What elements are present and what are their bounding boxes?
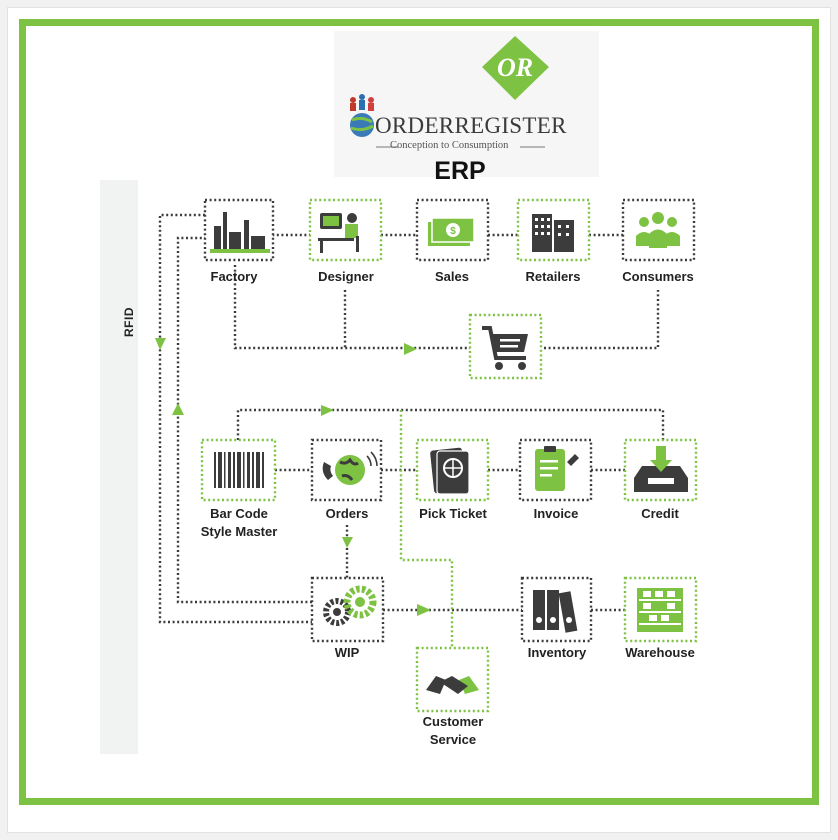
logo-tagline: Conception to Consumption [390, 140, 509, 151]
logo [334, 31, 599, 177]
node-label-wip: WIP [334, 645, 360, 660]
credit-icon [623, 438, 698, 502]
invoice-icon [518, 438, 593, 502]
barcode-icon [200, 438, 277, 502]
node-label-service: Service [429, 732, 477, 747]
svg-text:$: $ [450, 226, 456, 237]
logo-name: ORDERREGISTER [375, 113, 567, 138]
people-globe-icon [350, 94, 374, 137]
node-label-sales: Sales [435, 269, 469, 284]
factory-icon [203, 198, 275, 262]
node-label-orders: Orders [325, 506, 369, 521]
inventory-icon [520, 576, 593, 643]
arrow-heads [155, 338, 431, 616]
node-label-inventory: Inventory [527, 645, 587, 660]
warehouse-icon [623, 576, 698, 643]
node-label-factory: Factory [210, 269, 258, 284]
pick-ticket-icon [415, 438, 490, 502]
node-label-designer: Designer [318, 269, 374, 284]
orders-icon [310, 438, 383, 502]
node-label-invoice: Invoice [533, 506, 579, 521]
designer-icon [308, 198, 383, 262]
node-label-style-master: Style Master [200, 524, 278, 539]
node-label-pick-ticket: Pick Ticket [419, 506, 487, 521]
svg-text:OR: OR [497, 53, 533, 82]
connector-lines [158, 213, 665, 648]
node-label-barcode: Bar Code [210, 506, 268, 521]
sales-icon: $ [415, 198, 490, 262]
rfid-bar [100, 180, 138, 754]
retailers-icon [516, 198, 591, 262]
wip-icon [310, 576, 385, 643]
node-label-consumers: Consumers [622, 269, 694, 284]
node-label-customer: Customer [422, 714, 484, 729]
cart-icon [468, 313, 543, 380]
page-title: ERP [434, 157, 486, 185]
node-label-retailers: Retailers [525, 269, 581, 284]
consumers-icon [621, 198, 696, 262]
customer-service-icon [415, 646, 490, 713]
node-label-credit: Credit [641, 506, 679, 521]
node-label-warehouse: Warehouse [625, 645, 695, 660]
or-monogram-icon: OR [482, 36, 549, 100]
